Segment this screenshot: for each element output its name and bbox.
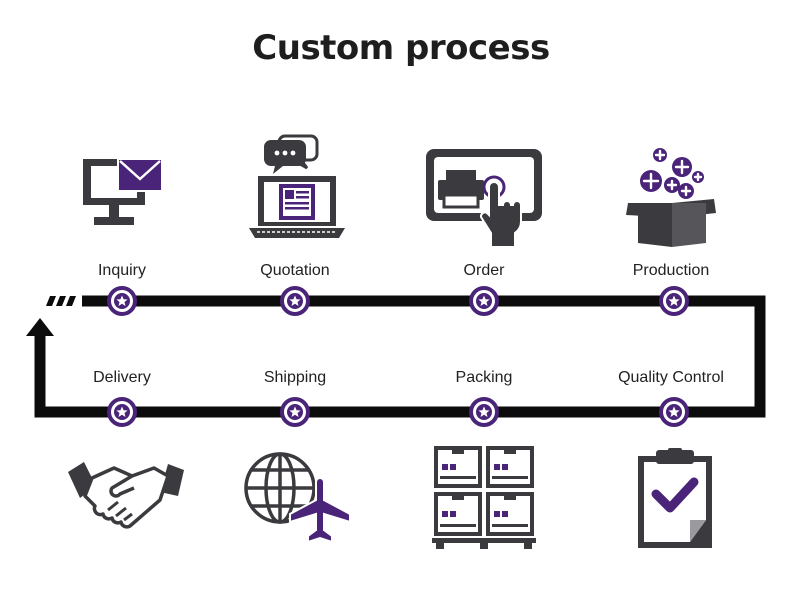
step-node-delivery bbox=[107, 397, 137, 427]
touch-order-icon bbox=[426, 149, 542, 248]
laptop-quotation-icon bbox=[249, 134, 345, 238]
packed-boxes-icon bbox=[432, 446, 536, 549]
step-node-quotation bbox=[280, 286, 310, 316]
step-label-packing: Packing bbox=[455, 369, 513, 386]
step-label-quotation: Quotation bbox=[260, 262, 330, 279]
globe-plane-icon bbox=[244, 452, 351, 544]
monitor-mail-icon bbox=[83, 158, 163, 225]
step-node-shipping bbox=[280, 397, 310, 427]
flow-arrow-icon bbox=[26, 318, 54, 336]
step-node-production bbox=[659, 286, 689, 316]
step-node-packing bbox=[469, 397, 499, 427]
step-node-quality-control bbox=[659, 397, 689, 427]
box-production-icon bbox=[626, 148, 716, 247]
step-label-inquiry: Inquiry bbox=[97, 262, 147, 279]
flow-dash-marks bbox=[46, 296, 76, 306]
step-node-order bbox=[469, 286, 499, 316]
clipboard-check-icon bbox=[638, 448, 712, 548]
step-label-quality-control: Quality Control bbox=[618, 369, 724, 386]
step-label-production: Production bbox=[632, 262, 710, 279]
step-label-order: Order bbox=[463, 262, 505, 279]
step-label-delivery: Delivery bbox=[93, 369, 151, 386]
page-title: Custom process bbox=[252, 28, 550, 68]
handshake-icon bbox=[68, 462, 184, 529]
step-label-shipping: Shipping bbox=[263, 369, 327, 386]
step-node-inquiry bbox=[107, 286, 137, 316]
